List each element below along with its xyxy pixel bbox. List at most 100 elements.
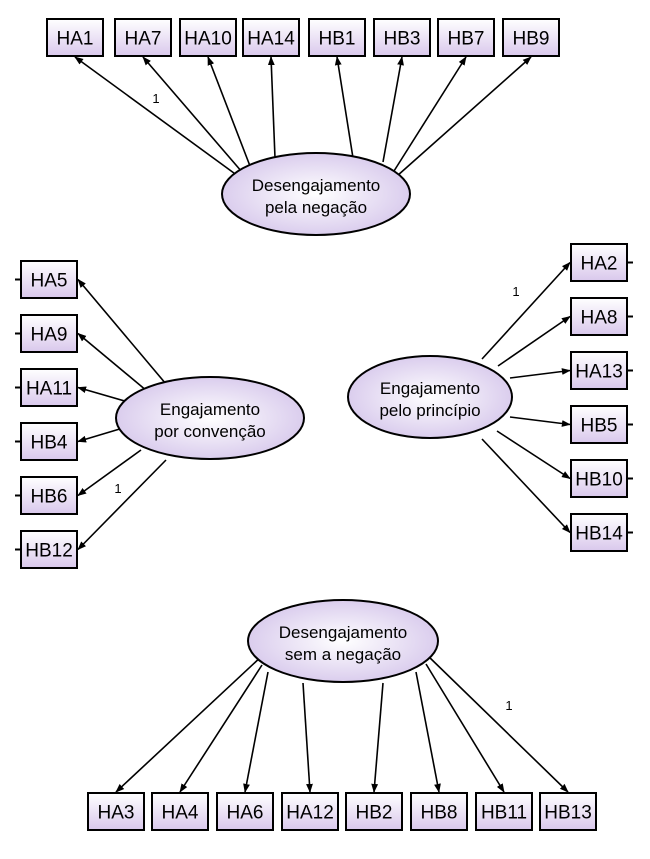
fixed-loading-top: 1	[152, 91, 159, 106]
fixed-loading-labels: 1 1 1 1	[114, 91, 519, 713]
indicator-label: HA8	[581, 308, 618, 329]
loading-arrow-ha5	[77, 278, 167, 385]
loading-arrow-ha7	[142, 56, 243, 173]
loading-arrow-hb10	[496, 430, 571, 480]
factor-label-line2: por convenção	[154, 422, 266, 441]
loading-arrow-hb1	[334, 56, 354, 159]
indicator-label: HB7	[448, 29, 485, 50]
loading-arrow-hb7	[393, 56, 467, 172]
indicator-label: HB10	[575, 470, 623, 491]
loading-arrow-ha3	[115, 654, 264, 793]
indicator-box-ha12[interactable]: HA12	[281, 792, 339, 831]
indicator-label: HB11	[481, 803, 527, 824]
indicator-box-ha11[interactable]: HA11	[15, 368, 78, 407]
indicator-box-hb5[interactable]: HB5	[570, 405, 633, 444]
indicator-label: HA1	[57, 29, 94, 50]
factor-label-line2: pelo princípio	[379, 401, 480, 420]
factor-label-line1: Engajamento	[380, 379, 480, 398]
indicator-label: HA14	[247, 29, 295, 50]
loading-arrow-ha4	[179, 664, 263, 793]
indicator-label: HA5	[31, 271, 68, 292]
indicator-box-hb3[interactable]: HB3	[373, 18, 431, 57]
loading-arrow-hb9	[396, 56, 532, 177]
indicator-box-ha13[interactable]: HA13	[570, 351, 633, 390]
loading-arrow-ha8	[497, 315, 571, 367]
indicator-label: HA10	[184, 29, 232, 50]
indicator-box-hb6[interactable]: HB6	[15, 476, 78, 515]
loading-arrows	[74, 56, 571, 793]
indicator-box-hb14[interactable]: HB14	[570, 513, 633, 552]
indicator-label: HB4	[31, 433, 68, 454]
indicator-box-ha8[interactable]: HA8	[570, 297, 633, 336]
indicator-label: HB13	[544, 803, 592, 824]
latent-factor-bottom[interactable]: Desengajamento sem a negação	[247, 599, 439, 683]
latent-factor-right[interactable]: Engajamento pelo princípio	[347, 355, 513, 439]
indicator-label: HA6	[227, 803, 264, 824]
loading-arrow-ha11	[77, 386, 129, 403]
indicator-box-ha10[interactable]: HA10	[179, 18, 237, 57]
loading-arrow-hb14	[481, 438, 571, 534]
indicator-label: HA7	[125, 29, 162, 50]
loading-arrow-ha2	[481, 261, 571, 360]
loading-arrow-ha10	[207, 56, 251, 167]
indicator-box-ha5[interactable]: HA5	[15, 260, 78, 299]
loading-arrow-ha1	[74, 56, 239, 177]
loading-arrow-hb12	[77, 459, 167, 551]
indicator-label: HB5	[581, 416, 618, 437]
indicator-box-hb2[interactable]: HB2	[345, 792, 403, 831]
indicator-box-hb1[interactable]: HB1	[308, 18, 366, 57]
indicator-box-hb10[interactable]: HB10	[570, 459, 633, 498]
loading-arrow-ha9	[77, 332, 148, 392]
latent-factor-left[interactable]: Engajamento por convenção	[115, 376, 305, 460]
loading-arrow-hb8	[415, 671, 441, 793]
indicator-label: HB8	[421, 803, 458, 824]
loading-arrow-hb3	[382, 56, 404, 163]
loading-arrow-hb5	[509, 416, 571, 427]
indicator-box-ha3[interactable]: HA3	[87, 792, 145, 831]
fixed-loading-left: 1	[114, 481, 121, 496]
fixed-loading-right: 1	[512, 284, 519, 299]
loading-arrow-ha13	[509, 368, 571, 379]
factor-label-line2: sem a negação	[285, 645, 401, 664]
factor-label-line2: pela negação	[265, 198, 367, 217]
loading-arrow-hb11	[425, 663, 505, 793]
fixed-loading-bottom: 1	[505, 698, 512, 713]
loading-arrow-hb6	[77, 449, 142, 497]
indicator-box-ha14[interactable]: HA14	[242, 18, 300, 57]
loading-arrow-ha14	[267, 56, 276, 159]
indicator-label: HB12	[25, 541, 73, 562]
factor-label-line1: Engajamento	[160, 400, 260, 419]
indicator-box-ha4[interactable]: HA4	[151, 792, 209, 831]
indicator-label: HB2	[356, 803, 393, 824]
latent-factor-top[interactable]: Desengajamento pela negação	[221, 152, 411, 236]
loading-arrow-ha6	[243, 671, 269, 793]
indicator-label: HB1	[319, 29, 356, 50]
indicator-label: HB9	[513, 29, 550, 50]
indicator-label: HA13	[575, 362, 623, 383]
indicator-label: HA11	[26, 379, 72, 400]
loading-arrow-hb13	[426, 654, 569, 793]
factor-label-line1: Desengajamento	[279, 623, 408, 642]
loading-arrow-hb4	[77, 427, 124, 443]
indicator-box-ha1[interactable]: HA1	[46, 18, 104, 57]
indicator-label: HB3	[384, 29, 421, 50]
indicator-box-ha9[interactable]: HA9	[15, 314, 78, 353]
indicator-box-hb12[interactable]: HB12	[15, 530, 78, 569]
indicator-box-hb9[interactable]: HB9	[502, 18, 560, 57]
factor-label-line1: Desengajamento	[252, 176, 381, 195]
indicator-box-hb11[interactable]: HB11	[475, 792, 533, 831]
indicator-box-hb13[interactable]: HB13	[539, 792, 597, 831]
indicator-label: HA3	[98, 803, 135, 824]
indicator-box-hb4[interactable]: HB4	[15, 422, 78, 461]
indicator-label: HB6	[31, 487, 68, 508]
indicator-box-hb8[interactable]: HB8	[410, 792, 468, 831]
indicator-box-ha7[interactable]: HA7	[114, 18, 172, 57]
indicator-box-ha6[interactable]: HA6	[216, 792, 274, 831]
indicator-label: HA4	[162, 803, 199, 824]
indicator-box-hb7[interactable]: HB7	[437, 18, 495, 57]
indicator-box-ha2[interactable]: HA2	[570, 243, 633, 282]
loading-arrow-ha12	[302, 682, 313, 793]
